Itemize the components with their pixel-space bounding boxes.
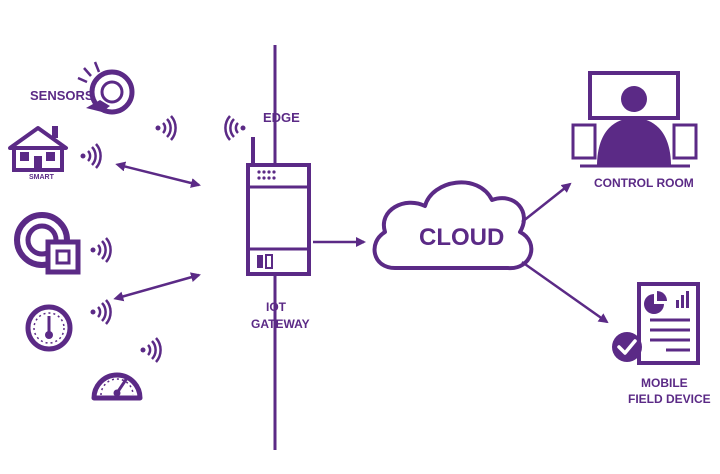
cloud-icon — [372, 180, 534, 271]
cloud-label: CLOUD — [419, 224, 504, 251]
thermometer-gauge-icon — [25, 304, 73, 352]
cloud-to-control-room-arrow — [521, 182, 572, 223]
smart-house-icon — [8, 126, 68, 172]
control-room-monitor-icon — [571, 71, 698, 168]
iot-gateway-label-line1: IOT — [266, 300, 287, 314]
smart-label: SMART — [29, 174, 55, 181]
sensors-label: SENSORS — [30, 88, 94, 103]
mobile-field-device-label-line1: MOBILE — [641, 376, 688, 390]
sensors-to-gateway-arrow-bottom — [113, 272, 201, 302]
circular-sensor-icon — [14, 212, 81, 275]
iot-gateway-label-line2: GATEWAY — [251, 317, 310, 331]
speedometer-gauge-icon — [91, 372, 143, 401]
edge-label: EDGE — [263, 110, 300, 125]
mobile-field-device-label-line2: FIELD DEVICE — [628, 392, 711, 406]
wireless-signal-icon — [80, 115, 246, 363]
mobile-report-checkmark-icon — [612, 282, 700, 365]
sensors-to-gateway-arrow-top — [115, 161, 201, 188]
iot-gateway-device-icon — [246, 137, 311, 276]
cloud-to-mobile-arrow — [521, 260, 609, 324]
sensor-smoke-detector-icon — [77, 61, 135, 115]
control-room-label: CONTROL ROOM — [594, 176, 694, 190]
